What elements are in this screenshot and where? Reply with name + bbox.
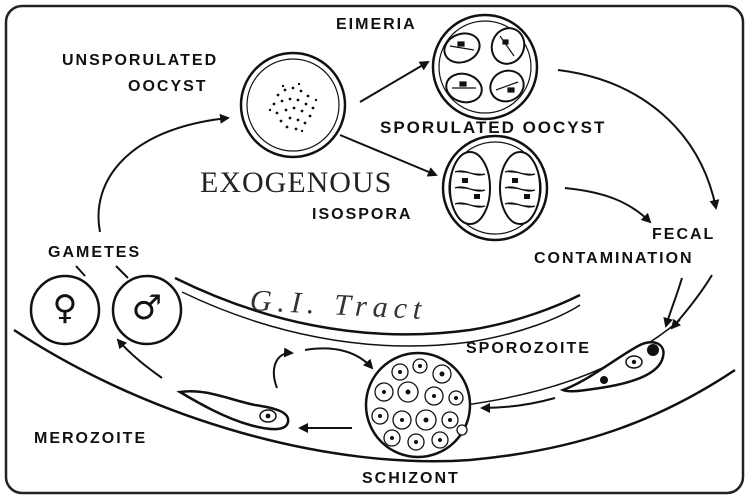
isospora-oocyst [443, 136, 547, 240]
label-schizont: SCHIZONT [362, 470, 460, 488]
label-merozoite: MEROZOITE [34, 430, 147, 448]
schizont [366, 353, 470, 457]
arrow-isospora-to-fecal [565, 188, 650, 222]
label-unsporulated-line1: UNSPORULATED [62, 52, 218, 70]
label-eimeria: EIMERIA [336, 16, 417, 34]
label-sporozoite: SPOROZOITE [466, 340, 591, 358]
arrow-eimeria-to-fecal [558, 70, 716, 208]
label-unsporulated-line2: OOCYST [128, 78, 208, 96]
label-gametes: GAMETES [48, 244, 141, 262]
unsporulated-oocyst [241, 53, 345, 157]
label-exogenous: EXOGENOUS [200, 166, 392, 200]
arrow-sporozoite-to-schizont [482, 398, 555, 408]
label-contamination: CONTAMINATION [534, 250, 694, 268]
eimeria-sporulated-oocyst [433, 15, 537, 119]
arrow-recycle-to-schizont [305, 348, 372, 368]
label-sporulated-oocyst: SPORULATED OOCYST [380, 118, 606, 138]
label-isospora: ISOSPORA [312, 206, 412, 224]
label-fecal: FECAL [652, 226, 715, 244]
arrow-unsporulated-to-eimeria [360, 62, 428, 102]
merozoite [180, 391, 288, 429]
arrow-merozoite-to-schizont [274, 353, 292, 388]
arrow-fecal-to-sporozoite-2 [672, 275, 712, 328]
male-symbol: ♂ [130, 288, 164, 328]
female-symbol: ♀ [48, 288, 82, 328]
arrow-merozoite-to-gametes [118, 340, 162, 378]
